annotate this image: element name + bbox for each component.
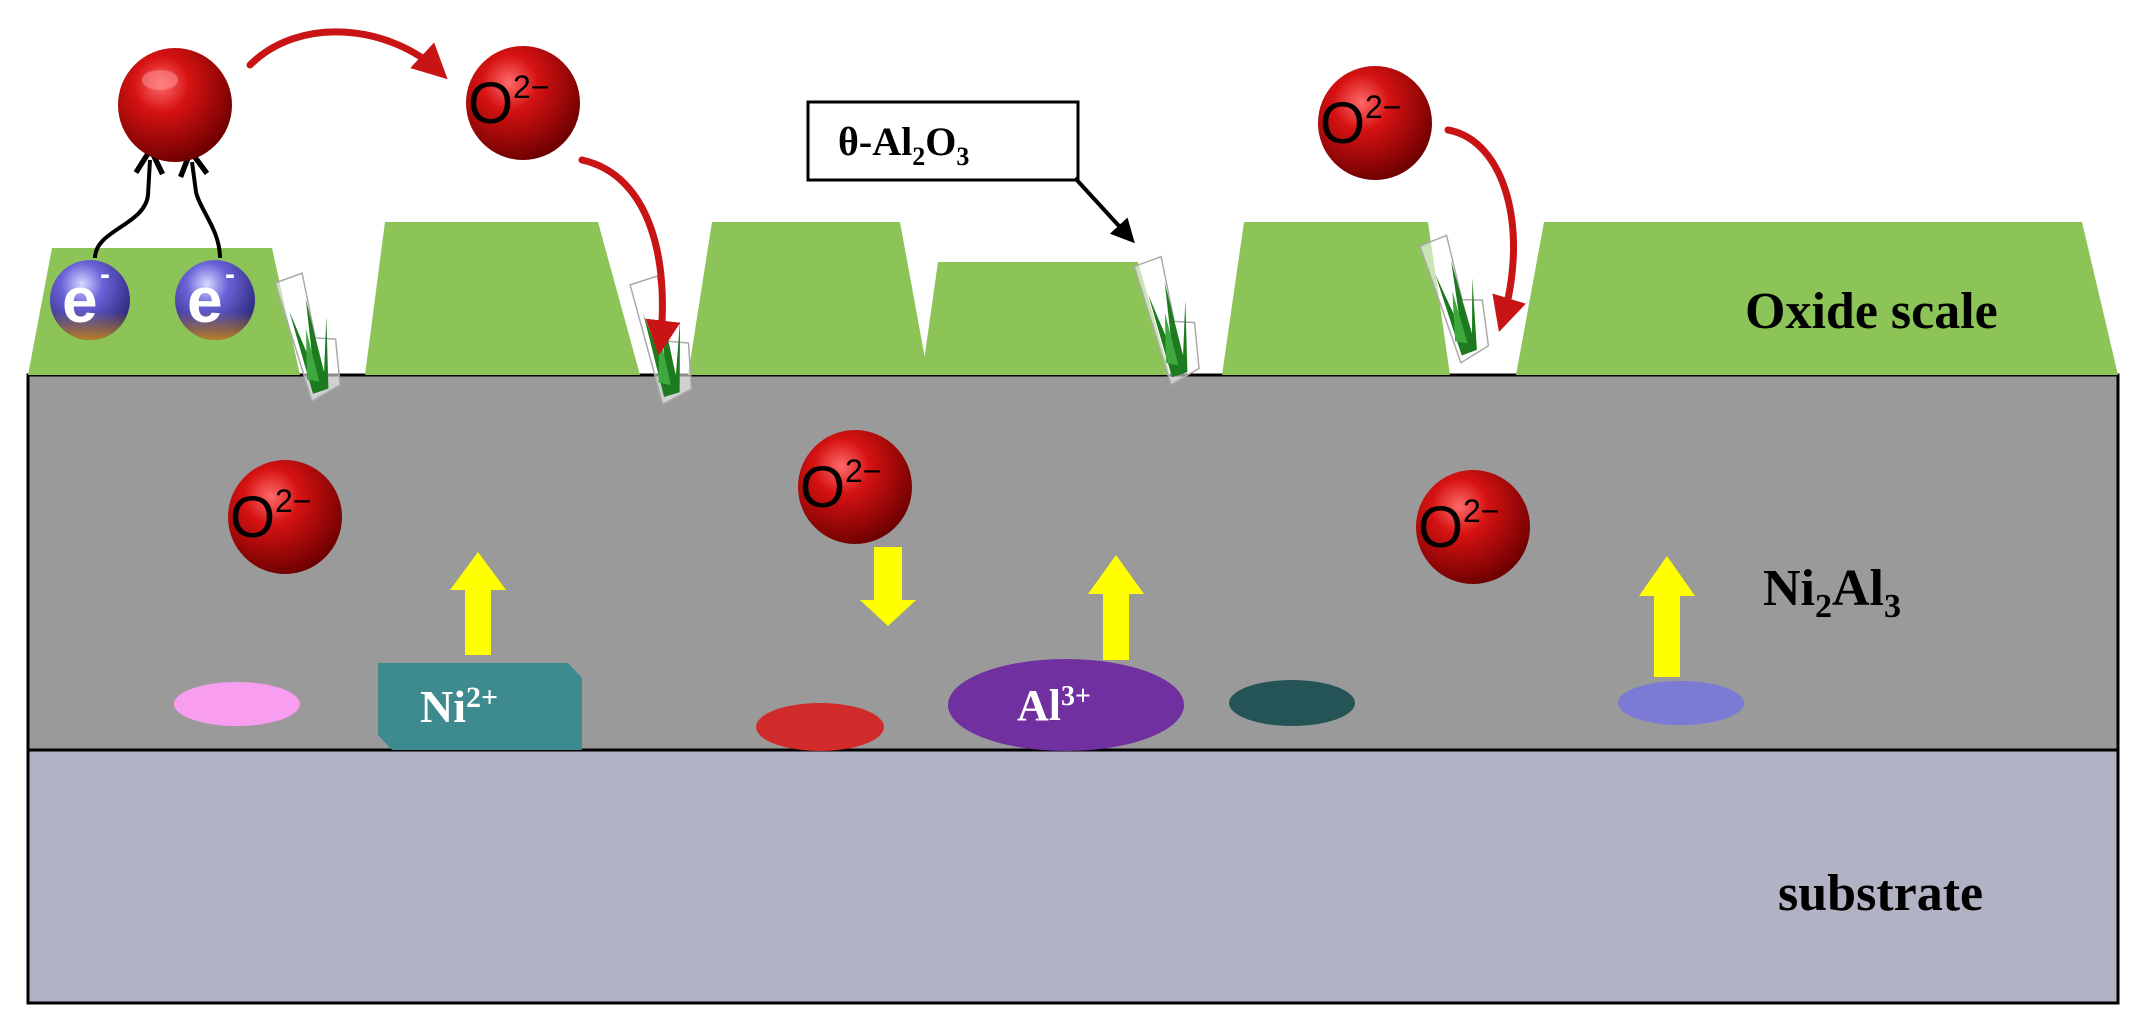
svg-text:O: O: [1418, 495, 1463, 560]
particle-red: [756, 703, 884, 751]
svg-text:O: O: [230, 485, 275, 550]
electron-1: e -: [50, 258, 130, 340]
svg-text:Ni2+: Ni2+: [420, 681, 498, 732]
theta-alumina-callout: θ-Al2O3: [806, 100, 1135, 244]
oxygen-atom: [118, 48, 232, 162]
oxygen-ion-1: O 2−: [466, 46, 580, 160]
al-ion: Al3+: [948, 659, 1184, 751]
label-ni2al3: Ni2Al3: [1763, 560, 1901, 625]
svg-text:Al3+: Al3+: [1017, 681, 1091, 730]
diffusion-arrows: [450, 547, 1695, 677]
oxide-scale: [28, 222, 2118, 375]
svg-text:2−: 2−: [1365, 89, 1401, 125]
svg-text:-: -: [225, 258, 235, 291]
svg-text:θ-Al2O3: θ-Al2O3: [838, 119, 969, 171]
electron-2: e -: [175, 258, 255, 340]
particle-pink: [174, 682, 300, 726]
oxygen-ion-2: O 2−: [1318, 66, 1432, 180]
svg-text:O: O: [1320, 91, 1365, 156]
particle-blue: [1618, 681, 1744, 725]
ni-ion: Ni2+: [378, 663, 582, 750]
particle-darkteal: [1229, 680, 1355, 726]
arrow-down-o: [860, 547, 916, 626]
svg-text:-: -: [100, 258, 110, 291]
oxygen-ion-5: O 2−: [1416, 470, 1530, 584]
svg-text:O: O: [800, 455, 845, 520]
oxygen-ion-3: O 2−: [228, 460, 342, 574]
svg-text:2−: 2−: [845, 453, 881, 489]
svg-text:e: e: [187, 264, 223, 336]
arrow-up-al: [1088, 555, 1144, 660]
electron-transfer-arrows: [93, 160, 222, 259]
svg-text:O: O: [468, 71, 513, 136]
label-substrate: substrate: [1778, 865, 1983, 922]
svg-text:2−: 2−: [1463, 493, 1499, 529]
substrate-layer: [26, 748, 2120, 1005]
oxygen-ion-4: O 2−: [798, 430, 912, 544]
arrow-up-blue: [1639, 556, 1695, 677]
svg-text:2−: 2−: [513, 69, 549, 105]
svg-text:e: e: [62, 264, 98, 336]
label-oxide-scale: Oxide scale: [1745, 283, 1998, 340]
oxygen-path-arrows: [246, 28, 1526, 356]
svg-text:2−: 2−: [275, 483, 311, 519]
arrow-up-ni: [450, 552, 506, 655]
